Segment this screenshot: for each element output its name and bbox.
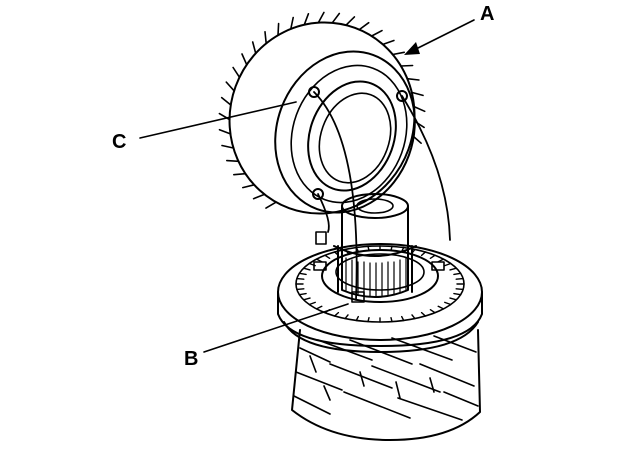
leader-lines — [139, 19, 475, 353]
lower-helical-gear — [291, 329, 481, 441]
callout-label-b: B — [184, 348, 199, 370]
arrowhead-a — [404, 42, 420, 55]
leader-line-b — [203, 303, 349, 353]
upper-helical-gear — [218, 11, 426, 215]
callout-label-c: C — [112, 131, 127, 153]
leader-line-a — [413, 19, 475, 51]
alignment-lines — [313, 91, 451, 301]
callout-label-a: A — [480, 3, 495, 25]
leader-arrowheads — [404, 42, 420, 55]
leader-line-c — [139, 101, 297, 139]
synchro-hub — [277, 231, 483, 353]
